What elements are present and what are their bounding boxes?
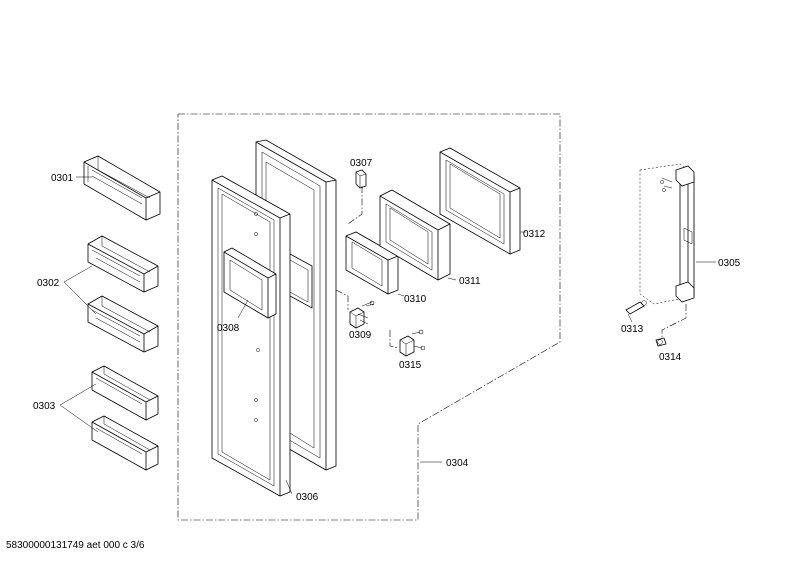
screw-0313 xyxy=(625,300,647,315)
label-0304: 0304 xyxy=(446,458,469,469)
cap-0314 xyxy=(655,337,667,347)
label-0310: 0310 xyxy=(404,294,427,305)
label-0308: 0308 xyxy=(217,323,240,334)
label-0303: 0303 xyxy=(33,401,56,412)
frame-0310 xyxy=(345,231,399,295)
part-0307 xyxy=(355,169,367,189)
drawing-reference-footer: 58300000131749 aet 000 c 3/6 xyxy=(6,540,145,551)
door-bin-0303-upper xyxy=(91,365,159,421)
hinge-0309 xyxy=(349,300,375,329)
handle-assembly-0305 xyxy=(639,163,695,305)
label-0307: 0307 xyxy=(350,158,373,169)
label-0313: 0313 xyxy=(621,324,644,335)
frame-0311 xyxy=(379,189,451,281)
door-bin-0303-lower xyxy=(91,415,159,471)
dispenser-frame-0308 xyxy=(223,247,277,319)
door-bin-0301 xyxy=(83,155,161,221)
leader-lines xyxy=(59,176,716,495)
label-0309: 0309 xyxy=(349,330,372,341)
label-0305: 0305 xyxy=(718,258,741,269)
frame-0312 xyxy=(439,147,521,255)
door-bin-0302-upper xyxy=(87,235,159,293)
label-0311: 0311 xyxy=(459,276,481,287)
label-0314: 0314 xyxy=(659,352,682,363)
door-gasket-0306 xyxy=(211,175,291,497)
label-0312: 0312 xyxy=(523,229,546,240)
hinge-0315 xyxy=(399,329,426,357)
door-bin-0302-lower xyxy=(87,295,159,353)
label-0306: 0306 xyxy=(296,492,319,503)
assembly-boundary-outline xyxy=(177,113,561,521)
label-0315: 0315 xyxy=(399,360,422,371)
label-0302: 0302 xyxy=(37,278,60,289)
label-0301: 0301 xyxy=(51,173,74,184)
